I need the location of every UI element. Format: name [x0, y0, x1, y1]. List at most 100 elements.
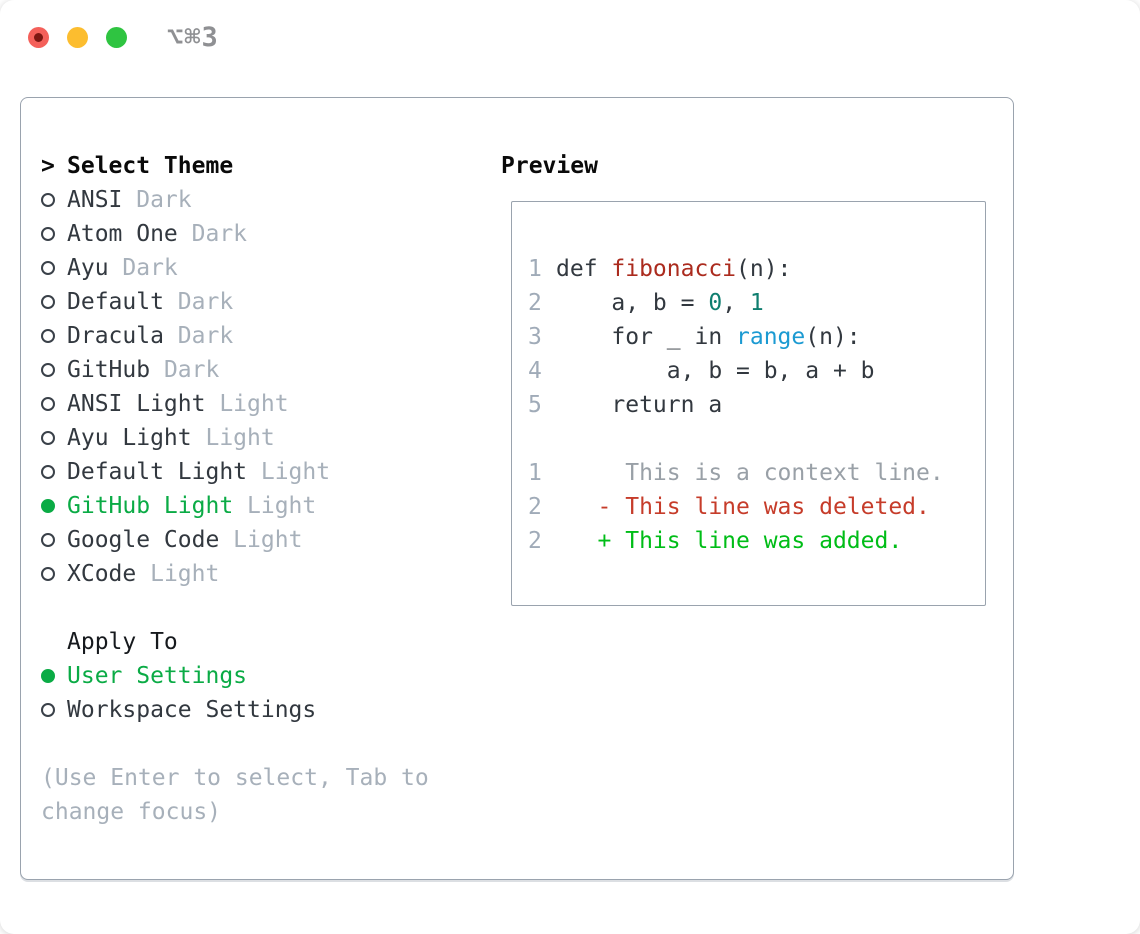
line-number: 1: [528, 460, 542, 486]
radio-circle: [41, 261, 55, 275]
code-token-plain: for _ in: [556, 324, 737, 350]
line-number: 1: [528, 256, 542, 282]
radio-unselected-icon[interactable]: [41, 533, 67, 547]
option-label: GitHub: [67, 357, 151, 383]
option-label: Default Light: [67, 459, 248, 485]
radio-unselected-icon[interactable]: [41, 567, 67, 581]
focus-caret: >: [41, 153, 55, 179]
radio-unselected-icon[interactable]: [41, 227, 67, 241]
theme-option[interactable]: GitHub Dark: [41, 353, 429, 387]
radio-circle: [41, 431, 55, 445]
option-label: ANSI Light: [67, 391, 206, 417]
line-number: 2: [528, 290, 542, 316]
select-theme-header: > Select Theme: [41, 149, 429, 183]
line-number: 2: [528, 494, 542, 520]
radio-unselected-icon[interactable]: [41, 295, 67, 309]
theme-option[interactable]: Atom One Dark: [41, 217, 429, 251]
option-label: Google Code: [67, 527, 220, 553]
close-button[interactable]: [28, 27, 49, 48]
theme-variant-tag: Light: [191, 425, 275, 451]
radio-circle: [41, 329, 55, 343]
option-label: Ayu Light: [67, 425, 192, 451]
theme-variant-tag: Light: [233, 493, 317, 519]
radio-unselected-icon[interactable]: [41, 261, 67, 275]
radio-circle: [41, 193, 55, 207]
hint-line: change focus): [41, 799, 222, 825]
option-label: Atom One: [67, 221, 178, 247]
radio-circle: [41, 227, 55, 241]
code-line: 2 a, b = 0, 1: [528, 286, 985, 320]
theme-option[interactable]: ANSI Light Light: [41, 387, 429, 421]
radio-unselected-icon[interactable]: [41, 329, 67, 343]
radio-circle: [41, 363, 55, 377]
theme-option[interactable]: Default Dark: [41, 285, 429, 319]
option-label: User Settings: [67, 663, 248, 689]
zoom-button[interactable]: [106, 27, 127, 48]
theme-option[interactable]: Ayu Light Light: [41, 421, 429, 455]
radio-circle: [41, 499, 55, 513]
radio-selected-icon[interactable]: [41, 669, 67, 683]
code-token-del: - This line was deleted.: [556, 494, 930, 520]
apply-to-option[interactable]: Workspace Settings: [41, 693, 429, 727]
blank-line: [528, 422, 985, 456]
code-line: 4 a, b = b, a + b: [528, 354, 985, 388]
theme-variant-tag: Light: [247, 459, 331, 485]
theme-option[interactable]: ANSI Dark: [41, 183, 429, 217]
code-line: 1 This is a context line.: [528, 456, 985, 490]
radio-unselected-icon[interactable]: [41, 193, 67, 207]
radio-unselected-icon[interactable]: [41, 431, 67, 445]
hint-line: (Use Enter to select, Tab to: [41, 765, 429, 791]
theme-option[interactable]: Ayu Dark: [41, 251, 429, 285]
code-token-num: 0: [708, 290, 723, 316]
code-line: 2 + This line was added.: [528, 524, 985, 558]
minimize-button[interactable]: [67, 27, 88, 48]
radio-unselected-icon[interactable]: [41, 703, 67, 717]
theme-variant-tag: Dark: [122, 187, 192, 213]
option-label: Ayu: [67, 255, 109, 281]
code-token-func: fibonacci: [611, 256, 737, 282]
theme-variant-tag: Light: [205, 391, 289, 417]
code-token-builtin: range: [736, 324, 806, 350]
line-number: 5: [528, 392, 542, 418]
code-token-num: 1: [749, 290, 764, 316]
radio-circle: [41, 295, 55, 309]
window-title: ⌥⌘3: [167, 22, 219, 53]
line-number: 2: [528, 528, 542, 554]
line-number: 4: [528, 358, 542, 384]
code-line: 5 return a: [528, 388, 985, 422]
theme-option[interactable]: Default Light Light: [41, 455, 429, 489]
theme-variant-tag: Light: [136, 561, 220, 587]
radio-unselected-icon[interactable]: [41, 465, 67, 479]
option-label: XCode: [67, 561, 137, 587]
radio-circle: [41, 397, 55, 411]
option-label: ANSI: [67, 187, 123, 213]
code-token-plain: (n):: [736, 256, 792, 282]
radio-unselected-icon[interactable]: [41, 363, 67, 377]
option-label: Dracula: [67, 323, 164, 349]
theme-option[interactable]: XCode Light: [41, 557, 429, 591]
theme-option[interactable]: Dracula Dark: [41, 319, 429, 353]
apply-to-title: Apply To: [67, 629, 178, 655]
theme-variant-tag: Dark: [177, 221, 248, 247]
select-theme-title: Select Theme: [67, 153, 234, 179]
code-token-plain: return a: [556, 392, 723, 418]
radio-unselected-icon[interactable]: [41, 397, 67, 411]
diff-sample: 1 This is a context line. 2 - This line w…: [528, 456, 985, 558]
radio-circle: [41, 465, 55, 479]
theme-option[interactable]: GitHub Light Light: [41, 489, 429, 523]
apply-to-option[interactable]: User Settings: [41, 659, 429, 693]
theme-variant-tag: Dark: [108, 255, 178, 281]
theme-option[interactable]: Google Code Light: [41, 523, 429, 557]
radio-selected-icon[interactable]: [41, 499, 67, 513]
apply-to-header: Apply To: [41, 625, 429, 659]
theme-variant-tag: Dark: [150, 357, 220, 383]
radio-circle: [41, 567, 55, 581]
